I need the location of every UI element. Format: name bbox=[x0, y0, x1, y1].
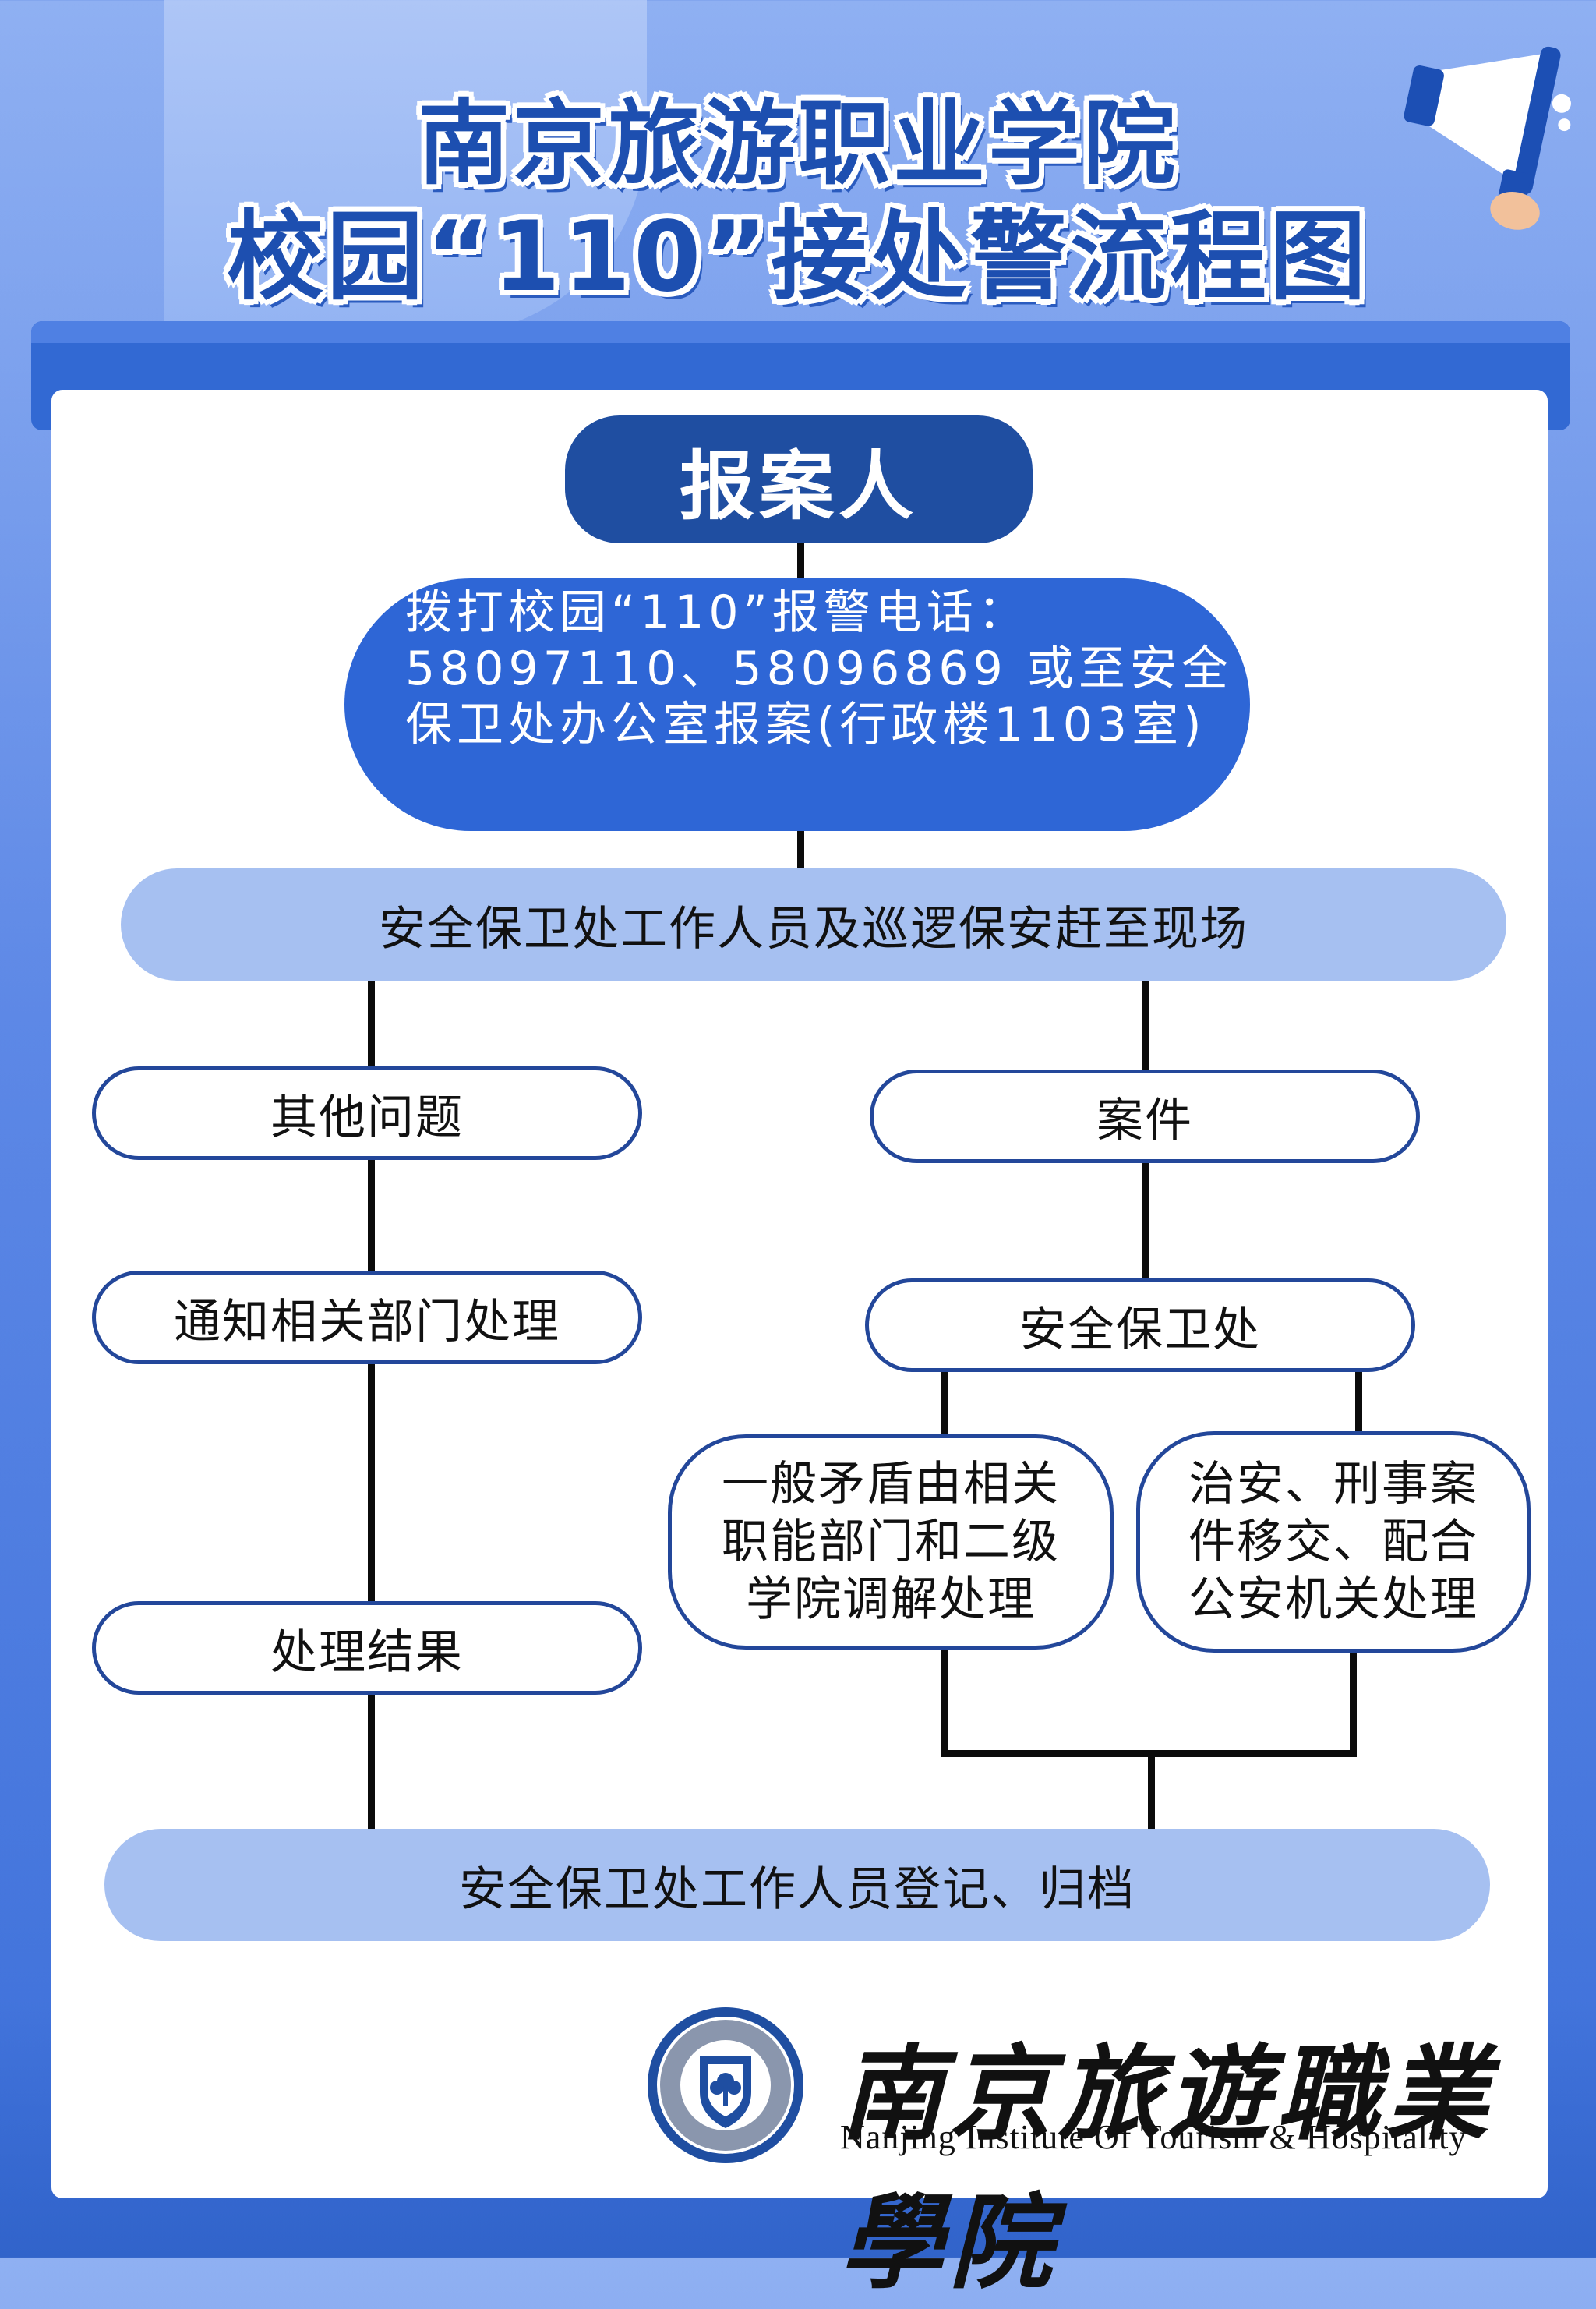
page-title-line1: 南京旅游职业学院 bbox=[417, 90, 1178, 197]
reporter-label: 报案人 bbox=[680, 442, 918, 530]
connector-general-down bbox=[941, 1650, 948, 1757]
connector-criminal-down bbox=[1350, 1650, 1357, 1757]
connector-security-general bbox=[941, 1370, 948, 1434]
general-conflict-node: 一般矛盾由相关 职能部门和二级 学院调解处理 bbox=[668, 1434, 1114, 1650]
result-node: 处理结果 bbox=[92, 1601, 642, 1695]
general-conflict-line-1: 一般矛盾由相关 bbox=[722, 1457, 1060, 1512]
notify-departments-label: 通知相关部门处理 bbox=[174, 1294, 560, 1349]
page-title-line2: 校园“110”接处警流程图 bbox=[227, 201, 1369, 313]
criminal-case-line-1: 治安、刑事案 bbox=[1188, 1457, 1478, 1512]
school-name-english: Nanjing Institute Of Tourism & Hospitali… bbox=[840, 2118, 1467, 2156]
case-node: 案件 bbox=[870, 1070, 1420, 1163]
call-police-node: 拨打校园“110”报警电话： 58097110、58096869 或至安全 保卫… bbox=[344, 578, 1250, 831]
megaphone-icon bbox=[1404, 46, 1571, 230]
case-label: 案件 bbox=[1096, 1093, 1193, 1148]
connector-merge-archive bbox=[1148, 1750, 1155, 1833]
connector-dispatch-left bbox=[368, 979, 375, 1070]
header-band-highlight bbox=[31, 321, 1570, 343]
other-issues-node: 其他问题 bbox=[92, 1066, 642, 1160]
school-seal-logo bbox=[648, 2007, 803, 2163]
connector-case-security bbox=[1142, 1162, 1149, 1280]
dispatch-node: 安全保卫处工作人员及巡逻保安赶至现场 bbox=[121, 868, 1506, 981]
general-conflict-line-2: 职能部门和二级 bbox=[722, 1515, 1060, 1569]
archive-label: 安全保卫处工作人员登记、归档 bbox=[459, 1862, 1135, 1917]
connector-left-trunk bbox=[368, 1160, 375, 1837]
connector-dispatch-right bbox=[1142, 979, 1149, 1071]
security-office-label: 安全保卫处 bbox=[1019, 1302, 1261, 1357]
notify-departments-node: 通知相关部门处理 bbox=[92, 1271, 642, 1364]
reporter-node: 报案人 bbox=[565, 415, 1033, 543]
dispatch-label: 安全保卫处工作人员及巡逻保安赶至现场 bbox=[379, 901, 1248, 956]
call-line-3: 保卫处办公室报案(行政楼1103室) bbox=[405, 698, 1206, 752]
call-line-2: 58097110、58096869 或至安全 bbox=[405, 642, 1233, 696]
other-issues-label: 其他问题 bbox=[270, 1090, 464, 1145]
criminal-case-line-2: 件移交、配合 bbox=[1188, 1515, 1478, 1569]
connector-reporter-call bbox=[797, 538, 804, 582]
school-name-calligraphy: 南京旅遊職業學院 bbox=[840, 2034, 1495, 2304]
connector-call-dispatch bbox=[797, 826, 804, 870]
background-highlight bbox=[164, 0, 647, 335]
connector-security-criminal bbox=[1355, 1370, 1362, 1433]
criminal-case-node: 治安、刑事案 件移交、配合 公安机关处理 bbox=[1136, 1431, 1531, 1653]
archive-node: 安全保卫处工作人员登记、归档 bbox=[104, 1829, 1490, 1941]
call-line-1: 拨打校园“110”报警电话： bbox=[405, 585, 1029, 640]
general-conflict-line-3: 学院调解处理 bbox=[746, 1572, 1036, 1627]
criminal-case-line-3: 公安机关处理 bbox=[1188, 1572, 1478, 1627]
result-label: 处理结果 bbox=[270, 1625, 464, 1680]
security-office-node: 安全保卫处 bbox=[865, 1278, 1415, 1372]
